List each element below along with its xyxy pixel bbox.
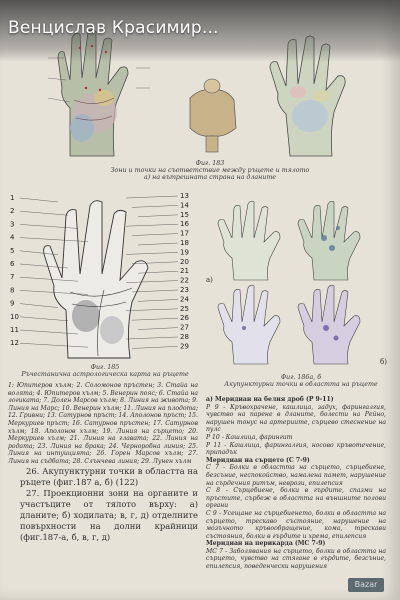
figure-185-label-11: 11: [10, 326, 19, 334]
figure-185-label-12: 12: [10, 339, 19, 347]
p11-text: P 11 - Кашлица, фарингалгия, носово кръв…: [206, 441, 386, 457]
figure-186-caption: Фиг. 186а, б Акупунктурни точки в област…: [216, 374, 386, 388]
figure-185-leader-29: [131, 346, 179, 349]
figure-185-label-17: 17: [180, 230, 189, 238]
body-figure-drawing: [189, 78, 237, 153]
figure-185-leader-14: [131, 205, 179, 208]
figure-185-leader-15: [137, 214, 179, 217]
figure-185-leader-27: [137, 327, 179, 330]
figure-185-label-6: 6: [10, 260, 15, 268]
figure-185-caption-title: Ръчестанична астрологическа карта на ръц…: [21, 371, 189, 379]
figure-185-number: Фиг. 185: [90, 364, 120, 371]
figure-185-leader-23: [131, 289, 179, 293]
right-hand-drawing: [269, 35, 346, 157]
figure-185-label-20: 20: [180, 258, 189, 266]
figure-186-illustration: а) б): [204, 198, 394, 370]
p9-text: P 9 - Кръвохрачене, кашлица, задух, фари…: [206, 403, 386, 434]
figure-185-label-26: 26: [180, 314, 189, 322]
c9-text: C 9 - Усещане на сърцебиенето, болки в о…: [206, 509, 386, 540]
figure-185-label-5: 5: [10, 247, 14, 255]
figure-185-label-22: 22: [180, 277, 189, 285]
figure-185-label-28: 28: [180, 333, 189, 341]
figure-185-label-29: 29: [180, 342, 189, 350]
figure-185-leader-24: [137, 299, 179, 302]
heading-heart-meridian: Меридиан на сърцето (C 7-9): [206, 456, 310, 464]
right-column-text: а) Меридиан на белия дроб (P 9-11) P 9 -…: [206, 396, 386, 571]
c8-text: C 8 - Сърцебиене, болки в гърдите, спазм…: [206, 487, 386, 510]
figure-185-leader-3: [19, 224, 79, 229]
figure-185-leader-5: [19, 250, 59, 255]
heading-lung-meridian: а) Меридиан на белия дроб (P 9-11): [206, 396, 334, 403]
figure-185-leader-1: [19, 197, 59, 203]
figure-185-leader-4: [19, 237, 89, 242]
figure-185-legend: 1: Юпитеров хълм; 2. Соломонов пръстен; …: [8, 382, 198, 465]
top-overlay-banner: [0, 0, 400, 62]
figure-185-label-4: 4: [10, 234, 15, 242]
figure-183-drawing: [47, 29, 346, 157]
figure-185-leader-20: [131, 261, 179, 264]
figure-185-leader-12: [19, 343, 89, 348]
figure-185-label-19: 19: [180, 248, 189, 256]
section-27-text: 27. Проекционни зони на органите и участ…: [20, 488, 198, 542]
heading-pericardium-meridian: Меридиан на перикарда (MC 7-9): [206, 540, 326, 548]
watermark-badge: Bazar: [348, 578, 384, 592]
figure-185-leader-26: [131, 318, 179, 321]
figure-185-leader-21: [137, 271, 179, 274]
figure-185-leader-16: [125, 224, 179, 227]
hand-186a-drawing: [217, 201, 361, 281]
figure-186-drawing: а) б): [206, 201, 387, 366]
figure-185-leader-8: [19, 290, 89, 295]
figure-185-label-18: 18: [180, 239, 189, 247]
figure-186-label-b: б): [380, 358, 387, 366]
hand-186b-drawing: [217, 285, 361, 365]
figure-185-label-16: 16: [180, 220, 189, 228]
figure-183-caption-line2: а) на вътрешната страна на дланите: [143, 174, 277, 182]
figure-185-label-3: 3: [10, 220, 14, 228]
figure-185-label-21: 21: [180, 267, 189, 275]
figure-185-label-24: 24: [180, 295, 189, 303]
figure-185-leader-17: [131, 233, 179, 236]
figure-183-number: Фиг. 183: [195, 160, 225, 167]
figure-185-label-8: 8: [10, 286, 14, 294]
figure-185-leader-10: [19, 316, 69, 321]
figure-185-leader-13: [125, 195, 179, 199]
figure-185-label-25: 25: [180, 305, 189, 313]
figure-185-leader-6: [19, 263, 69, 269]
figure-185-leader-2: [19, 211, 69, 216]
figure-185-label-9: 9: [10, 300, 14, 308]
figure-185-label-23: 23: [180, 286, 189, 294]
figure-185-leader-18: [137, 242, 179, 246]
seller-name[interactable]: Венцислав Красимир...: [8, 18, 219, 38]
figure-185-leader-19: [125, 252, 179, 255]
figure-185-label-1: 1: [10, 194, 14, 202]
figure-185-caption: Фиг. 185 Ръчестанична астрологическа кар…: [20, 364, 190, 378]
section-26-text: 26. Акупунктурни точки в областта на ръц…: [20, 466, 198, 487]
figure-185-label-10: 10: [10, 313, 19, 321]
figure-186-number: Фиг. 186а, б: [280, 374, 322, 381]
figure-185-leader-9: [19, 303, 59, 308]
figure-185-leader-11: [19, 329, 79, 335]
figure-186-label-a: а): [206, 276, 213, 284]
figure-185-leader-28: [125, 336, 179, 340]
figure-186-caption-title: Акупунктурни точки в областта на ръцете: [224, 381, 378, 389]
figure-185-label-14: 14: [180, 201, 189, 209]
figure-183-caption: Фиг. 183 Зони и точки на съответствие ме…: [90, 160, 330, 182]
figure-185-leader-22: [125, 280, 179, 283]
c7-text: C 7 - Болки в областта на сърцето, сърце…: [206, 464, 386, 487]
figure-185-label-2: 2: [10, 207, 14, 215]
figure-185-leader-25: [125, 308, 179, 311]
figure-185-label-27: 27: [180, 324, 189, 332]
figure-185-label-13: 13: [180, 192, 189, 200]
figure-185-label-7: 7: [10, 273, 14, 281]
figure-185-label-15: 15: [180, 211, 189, 219]
p10-text: P 10 - Кашлица, фарингит: [206, 433, 293, 441]
figure-185-leader-7: [19, 277, 79, 282]
figure-183-illustration: [40, 28, 370, 158]
mc7-text: MC 7 - Заболявания на сърцето, болки в о…: [206, 547, 386, 571]
figure-183-caption-line1: Зони и точки на съответствие между ръцет…: [110, 167, 310, 175]
